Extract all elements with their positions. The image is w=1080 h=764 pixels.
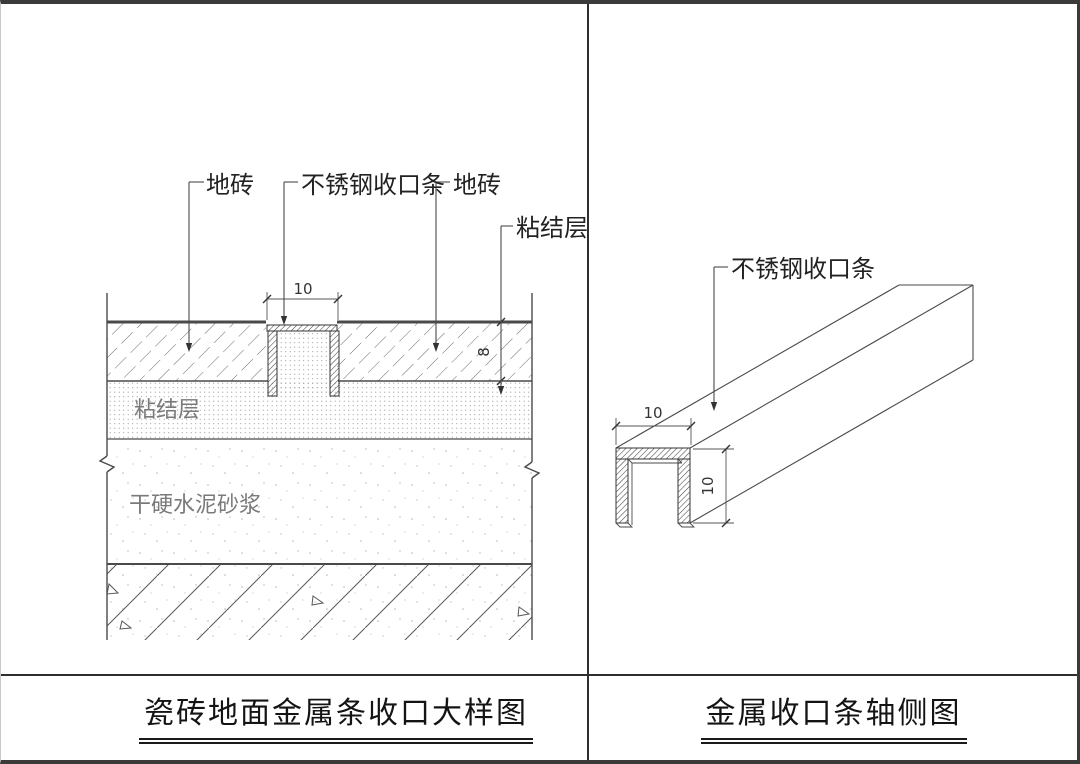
steel-strip-section (266, 324, 340, 397)
leader-floor-tile-right (432, 181, 450, 352)
leader-steel-strip-axon (710, 266, 728, 411)
callout-floor-tile-left: 地砖 (206, 172, 254, 199)
dim-axon-height-value: 10 (699, 476, 717, 495)
tile-floor-section-drawing: 10 8 (98, 172, 587, 640)
callout-steel-strip: 不锈钢收口条 (301, 172, 445, 199)
dimension-strip-width: 10 (262, 280, 343, 320)
prism-outline (615, 284, 974, 524)
layer-lines (107, 320, 532, 565)
tile-layer-hatch (107, 322, 532, 381)
right-panel-title: 金属收口条轴侧图 (700, 688, 967, 744)
callout-steel-strip-axon: 不锈钢收口条 (731, 256, 875, 283)
section-edges (98, 293, 541, 640)
left-panel-title: 瓷砖地面金属条收口大样图 (139, 688, 533, 744)
bonding-layer-hatch (107, 331, 532, 439)
leader-bonding-layer (497, 225, 513, 395)
dimension-axon-height: 10 (693, 444, 734, 528)
callout-bonding-layer: 粘结层 (516, 215, 587, 242)
concrete-layer-hatch (106, 564, 532, 640)
leader-steel-strip (280, 181, 298, 325)
steel-strip-front-face (615, 447, 696, 528)
callout-leaders (185, 181, 513, 395)
strip-axonometric-drawing: 不锈钢收口条 10 10 (611, 256, 974, 528)
mortar-layer-hatch (107, 439, 532, 564)
label-bonding-layer: 粘结层 (134, 397, 200, 422)
leader-floor-tile-left (185, 181, 204, 352)
title-row-separator-line (1, 674, 1077, 676)
dim-axon-width-value: 10 (643, 404, 662, 422)
callout-floor-tile-right: 地砖 (453, 172, 501, 199)
right-title-cell: 金属收口条轴侧图 (589, 688, 1077, 744)
dim-tile-thickness-value: 8 (475, 347, 493, 357)
left-title-cell: 瓷砖地面金属条收口大样图 (1, 688, 587, 744)
dimension-axon-width: 10 (611, 404, 696, 445)
label-mortar: 干硬水泥砂浆 (129, 492, 261, 517)
panel-divider-line (587, 4, 589, 760)
dim-strip-width-value: 10 (293, 280, 312, 298)
